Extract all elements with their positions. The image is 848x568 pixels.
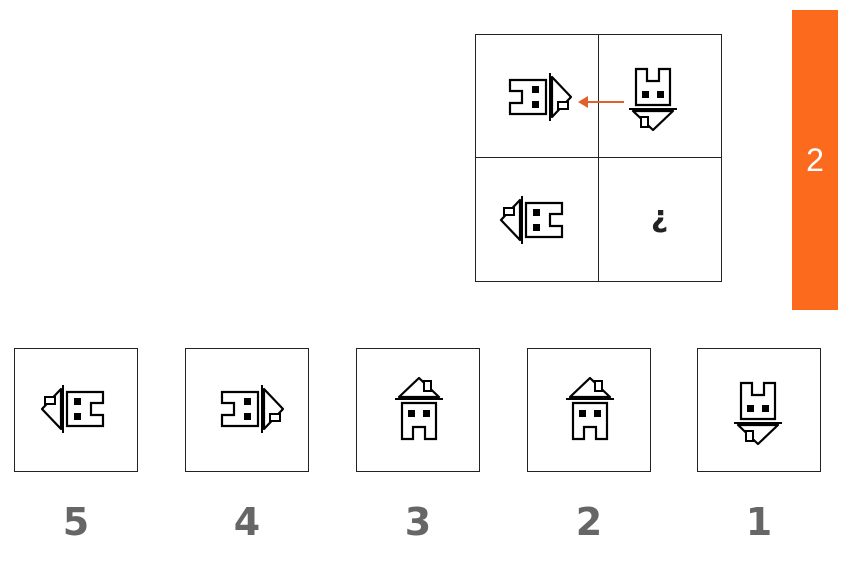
- face-pointing-left-icon: [40, 383, 105, 435]
- question-number: 2: [806, 142, 824, 178]
- option-1-card[interactable]: [697, 348, 821, 472]
- option-4-card[interactable]: [185, 348, 309, 472]
- question-mark: ?: [651, 202, 669, 237]
- sidebar-question-number: 2: [792, 10, 838, 310]
- face-pointing-right-icon: [220, 383, 285, 435]
- grid-cell-bottom-left: [476, 158, 599, 281]
- house-icon: [564, 376, 616, 441]
- option-3-card[interactable]: [356, 348, 480, 472]
- option-3-label[interactable]: 3: [404, 500, 432, 544]
- grid-cell-bottom-right: ?: [599, 158, 721, 281]
- house-icon: [393, 376, 445, 441]
- face-pointing-down-icon: [732, 381, 784, 446]
- arrow-left-icon: [578, 96, 624, 108]
- option-2-card[interactable]: [527, 348, 651, 472]
- option-5-card[interactable]: [14, 348, 138, 472]
- option-4-label[interactable]: 4: [233, 500, 261, 544]
- option-5-label[interactable]: 5: [62, 500, 90, 544]
- option-1-label[interactable]: 1: [745, 500, 773, 544]
- face-pointing-left-icon: [499, 194, 564, 246]
- grid-cell-top-right: [599, 35, 721, 158]
- puzzle-grid: ?: [475, 34, 722, 282]
- option-2-label[interactable]: 2: [575, 500, 603, 544]
- grid-cell-top-left: [476, 35, 599, 158]
